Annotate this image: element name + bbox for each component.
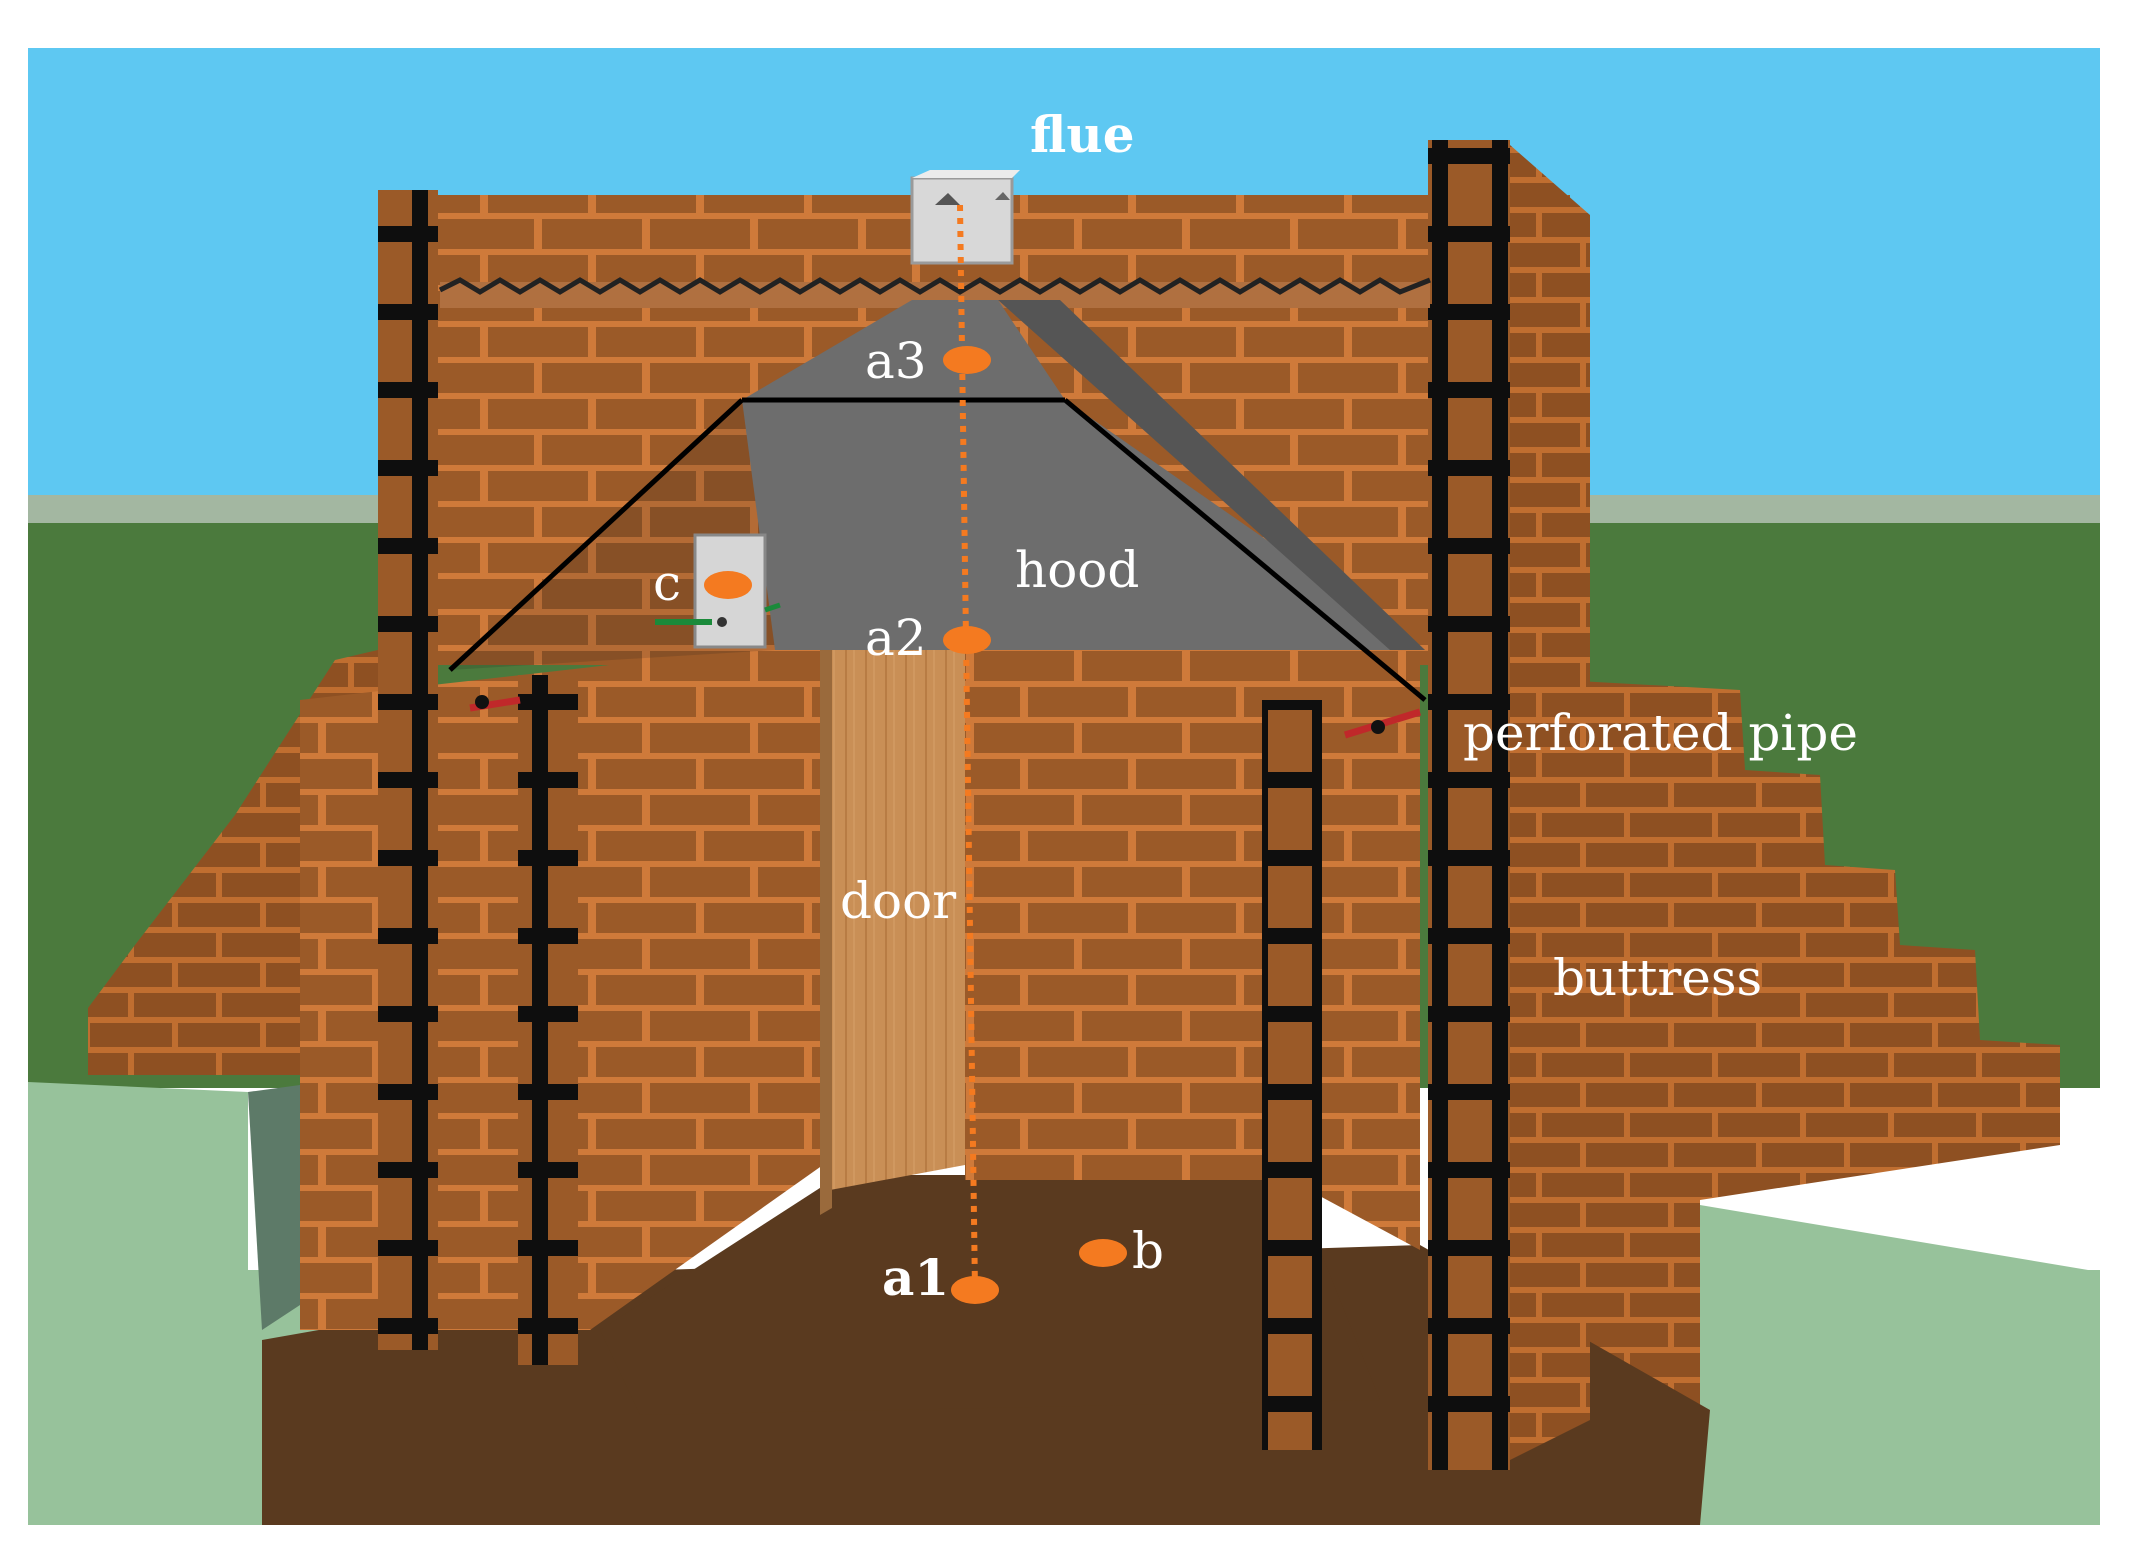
label-a2: a2 [865,609,927,667]
hood-upper [742,300,1065,400]
flue-box-triangle-left [935,193,960,205]
pillar-inner-right [1262,700,1322,1450]
label-a1: a1 [882,1248,949,1307]
pit-left-wall [248,1085,300,1330]
door [830,640,965,1190]
label-door: door [840,872,956,930]
label-flue: flue [1030,105,1135,164]
marker-c [704,571,752,599]
hood-edge-right [1063,398,1427,702]
label-b: b [1132,1222,1164,1280]
marker-a3 [943,346,991,374]
sensor-cable-green-right [764,602,781,613]
marker-b [1079,1239,1127,1267]
back-wall-left-top [420,195,735,300]
label-buttress: buttress [1553,949,1762,1007]
label-perforated-pipe: perforated pipe [1463,704,1858,762]
hood-lower [742,400,1425,650]
label-hood: hood [1015,541,1139,599]
pillar-outer-left [378,190,438,1350]
label-a3: a3 [865,332,927,390]
hood-right-face [998,300,1425,650]
door-frame [820,640,832,1215]
pipe-bracket-left-knob [475,695,489,709]
right-wall-side [1510,145,1590,1460]
flue-box-triangle-right [995,192,1010,200]
label-c: c [653,554,681,612]
sensor-box-c-port [717,617,727,627]
marker-a1 [951,1276,999,1304]
right-inner-wall [965,650,1420,1250]
right-buttress [1560,680,2060,1465]
pillar-inner-left [518,675,578,1365]
pillar-outer-right [1428,140,1510,1470]
marker-a2 [943,626,991,654]
pipe-bracket-right-knob [1371,720,1385,734]
corrugated-roof [438,277,1431,295]
hood-edge-left [448,398,744,672]
flue-box-side [912,170,1020,178]
